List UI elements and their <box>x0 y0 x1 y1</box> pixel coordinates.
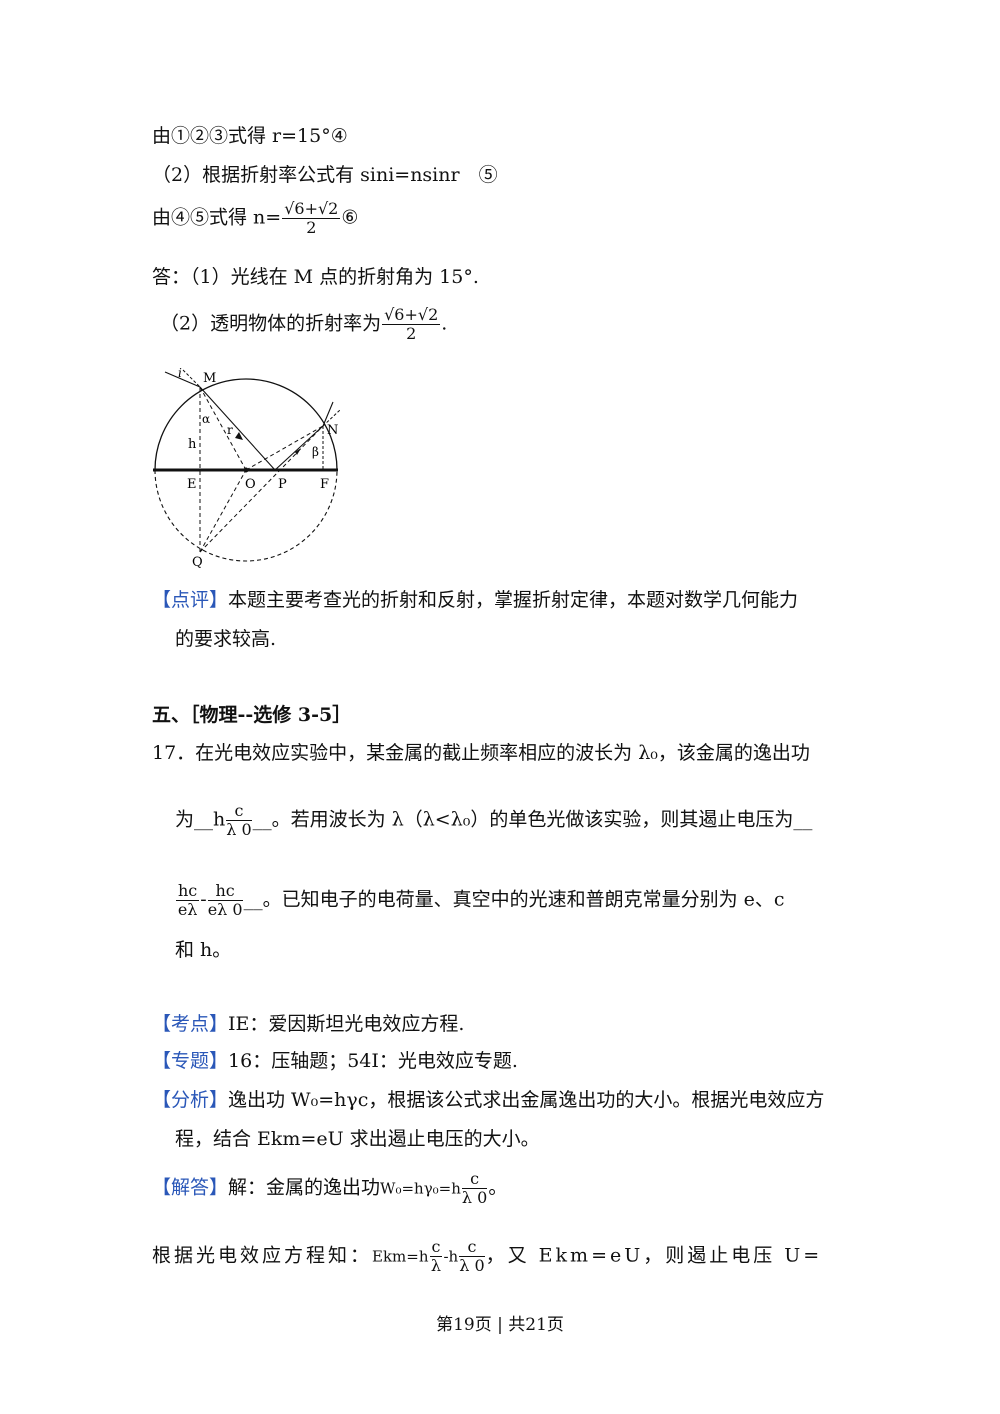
numerator: √6+√2 <box>382 305 441 325</box>
text: 五、［物理--选修 3-5］ <box>152 704 352 726</box>
zhuanti-line: 【专题】16：压轴题；54I：光电效应专题. <box>152 1048 518 1074</box>
page-number: 第19页 | 共21页 <box>436 1315 564 1335</box>
section-title: 五、［物理--选修 3-5］ <box>152 702 351 728</box>
text: 。 <box>488 1176 508 1199</box>
denominator: λ 0 <box>459 1256 485 1275</box>
answer-line: 答：（1）光线在 M 点的折射角为 15°. <box>152 264 479 290</box>
numerator: hc <box>176 881 200 901</box>
text: 程，结合 Ekm=eU 求出遏止电压的大小。 <box>175 1128 540 1150</box>
denominator: 2 <box>406 324 417 343</box>
denominator: 2 <box>306 218 317 237</box>
denominator: eλ 0 <box>207 900 243 919</box>
review-tag: 【点评】 <box>152 589 229 611</box>
numerator: c <box>429 1237 443 1257</box>
kaodian-tag: 【考点】 <box>152 1013 229 1035</box>
text: （2）透明物体的折射率为 <box>160 312 382 335</box>
formula: -h <box>443 1247 459 1266</box>
numerator: hc <box>207 882 243 901</box>
optics-diagram: i M α r h N β E O P F Q <box>153 366 341 570</box>
numerator: c <box>461 1170 488 1189</box>
formula: Ekm=h <box>372 1247 429 1266</box>
text-line: （2）根据折射率公式有 sini=nsinr ⑤ <box>152 162 498 188</box>
kaodian-line: 【考点】IE：爱因斯坦光电效应方程. <box>152 1011 464 1037</box>
text: __。若用波长为 λ（λ<λ₀）的单色光做该实验，则其遏止电压为__ <box>252 808 813 831</box>
text: ⑥ <box>341 206 359 229</box>
fenxi-tag: 【分析】 <box>152 1089 229 1111</box>
label-F: F <box>320 477 329 492</box>
review-line: 的要求较高. <box>175 626 276 652</box>
question-line: 和 h。 <box>175 937 231 963</box>
page-footer: 第19页 | 共21页 <box>0 1310 1000 1335</box>
review-line: 【点评】本题主要考查光的折射和反射，掌握折射定律，本题对数学几何能力 <box>152 587 798 613</box>
label-Q: Q <box>192 555 203 570</box>
text: 由①②③式得 r=15°④ <box>152 125 348 147</box>
label-P: P <box>278 477 287 492</box>
label-r: r <box>227 423 233 437</box>
text: 根据光电效应方程知： <box>152 1244 373 1267</box>
numerator: c <box>459 1238 485 1257</box>
formula: W₀=hγ₀=h <box>380 1179 461 1198</box>
numerator: √6+√2 <box>282 199 341 219</box>
zhuanti-tag: 【专题】 <box>152 1050 229 1072</box>
text: IE：爱因斯坦光电效应方程. <box>228 1013 465 1035</box>
label-beta: β <box>312 445 319 459</box>
text: 17．在光电效应实验中，某金属的截止频率相应的波长为 λ₀，该金属的逸出功 <box>152 742 810 764</box>
label-E: E <box>187 477 197 492</box>
jieda-tag: 【解答】 <box>152 1176 229 1199</box>
label-i: i <box>178 366 182 380</box>
denominator: λ 0 <box>461 1188 488 1207</box>
text: 解：金属的逸出功 <box>228 1176 381 1199</box>
numerator: c <box>226 802 252 821</box>
denominator: eλ <box>177 900 198 919</box>
text: 答：（1）光线在 M 点的折射角为 15°. <box>152 266 479 288</box>
fenxi-line: 【分析】逸出功 W₀=hγc，根据该公式求出金属逸出功的大小。根据光电效应方 <box>152 1087 824 1113</box>
text: 和 h。 <box>175 939 232 961</box>
denominator: λ <box>430 1256 442 1275</box>
text: （2）根据折射率公式有 sini=nsinr ⑤ <box>152 164 498 186</box>
text-line: 由①②③式得 r=15°④ <box>152 123 348 149</box>
question-line: 17．在光电效应实验中，某金属的截止频率相应的波长为 λ₀，该金属的逸出功 <box>152 740 810 766</box>
label-M: M <box>203 371 216 386</box>
label-h: h <box>188 437 197 452</box>
fenxi-line: 程，结合 Ekm=eU 求出遏止电压的大小。 <box>175 1126 540 1152</box>
text: ，又 Ekm=eU，则遏止电压 U= <box>485 1244 823 1267</box>
denominator: λ 0 <box>226 820 252 839</box>
text: 16：压轴题；54I：光电效应专题. <box>228 1050 518 1072</box>
text: 逸出功 W₀=hγc，根据该公式求出金属逸出功的大小。根据光电效应方 <box>228 1089 825 1111</box>
text: - <box>200 888 207 911</box>
label-O: O <box>245 477 256 492</box>
text: 本题主要考查光的折射和反射，掌握折射定律，本题对数学几何能力 <box>228 589 799 611</box>
text: 由④⑤式得 n= <box>152 206 282 229</box>
text: . <box>441 312 448 335</box>
label-N: N <box>327 423 338 438</box>
text: 的要求较高. <box>175 628 277 650</box>
text: __。已知电子的电荷量、真空中的光速和普朗克常量分别为 e、c <box>243 888 785 911</box>
label-alpha: α <box>202 412 210 426</box>
text: 为__h <box>175 808 226 831</box>
